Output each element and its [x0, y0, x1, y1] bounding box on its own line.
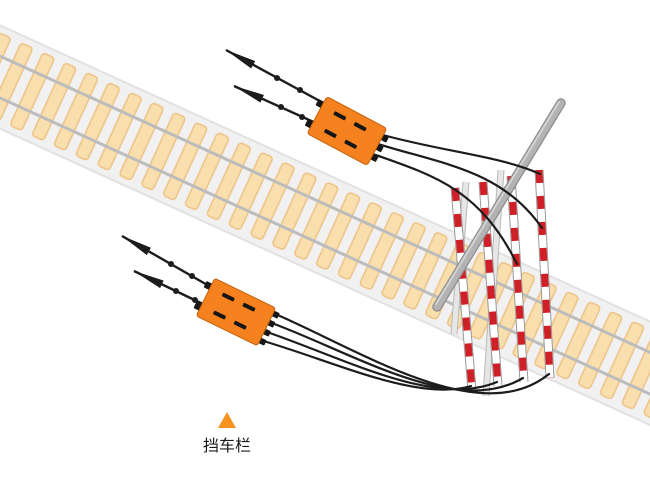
cable	[271, 311, 551, 395]
cable-bead	[274, 75, 280, 81]
buffer-device-body	[196, 278, 276, 346]
barrier-striped-bar-3	[506, 175, 529, 383]
device-vent	[344, 139, 358, 149]
upper-cable-bundle	[371, 133, 544, 266]
device-vent	[213, 310, 226, 320]
device-vent	[333, 111, 347, 121]
device-vent	[324, 129, 337, 138]
barrier-striped-bar-1	[450, 187, 477, 391]
track-ties	[0, 0, 650, 489]
cable	[258, 338, 473, 391]
buffer-device-upper	[304, 97, 389, 165]
cable	[371, 152, 519, 266]
device-vent	[233, 320, 247, 330]
device-vent	[353, 122, 367, 132]
cable-bead	[173, 288, 179, 294]
rail-far	[0, 4, 650, 435]
cable	[262, 329, 499, 391]
legend-label: 挡车栏	[203, 436, 251, 455]
cable-bead	[189, 273, 195, 279]
cable-bead	[299, 114, 305, 120]
cable-bead	[168, 261, 174, 267]
support-mast	[432, 98, 566, 312]
cable-bead	[192, 297, 198, 303]
cable	[267, 320, 525, 392]
barrier-triangle-icon	[218, 412, 236, 428]
rail-near	[0, 39, 650, 469]
legend: 挡车栏	[203, 412, 251, 455]
cable	[376, 142, 544, 230]
cable-bead	[278, 104, 284, 110]
cable-bead	[297, 87, 303, 93]
lower-cable-bundle	[258, 311, 551, 395]
cable	[381, 133, 542, 176]
device-vent	[221, 292, 235, 302]
track-bed-edge-bottom	[0, 64, 650, 494]
track-bed-edge-top	[0, 0, 650, 409]
buffer-device-body	[307, 97, 387, 165]
device-vent	[242, 302, 256, 312]
barrier-striped-bar-4	[534, 169, 555, 379]
buffer-device-lower	[193, 278, 280, 346]
